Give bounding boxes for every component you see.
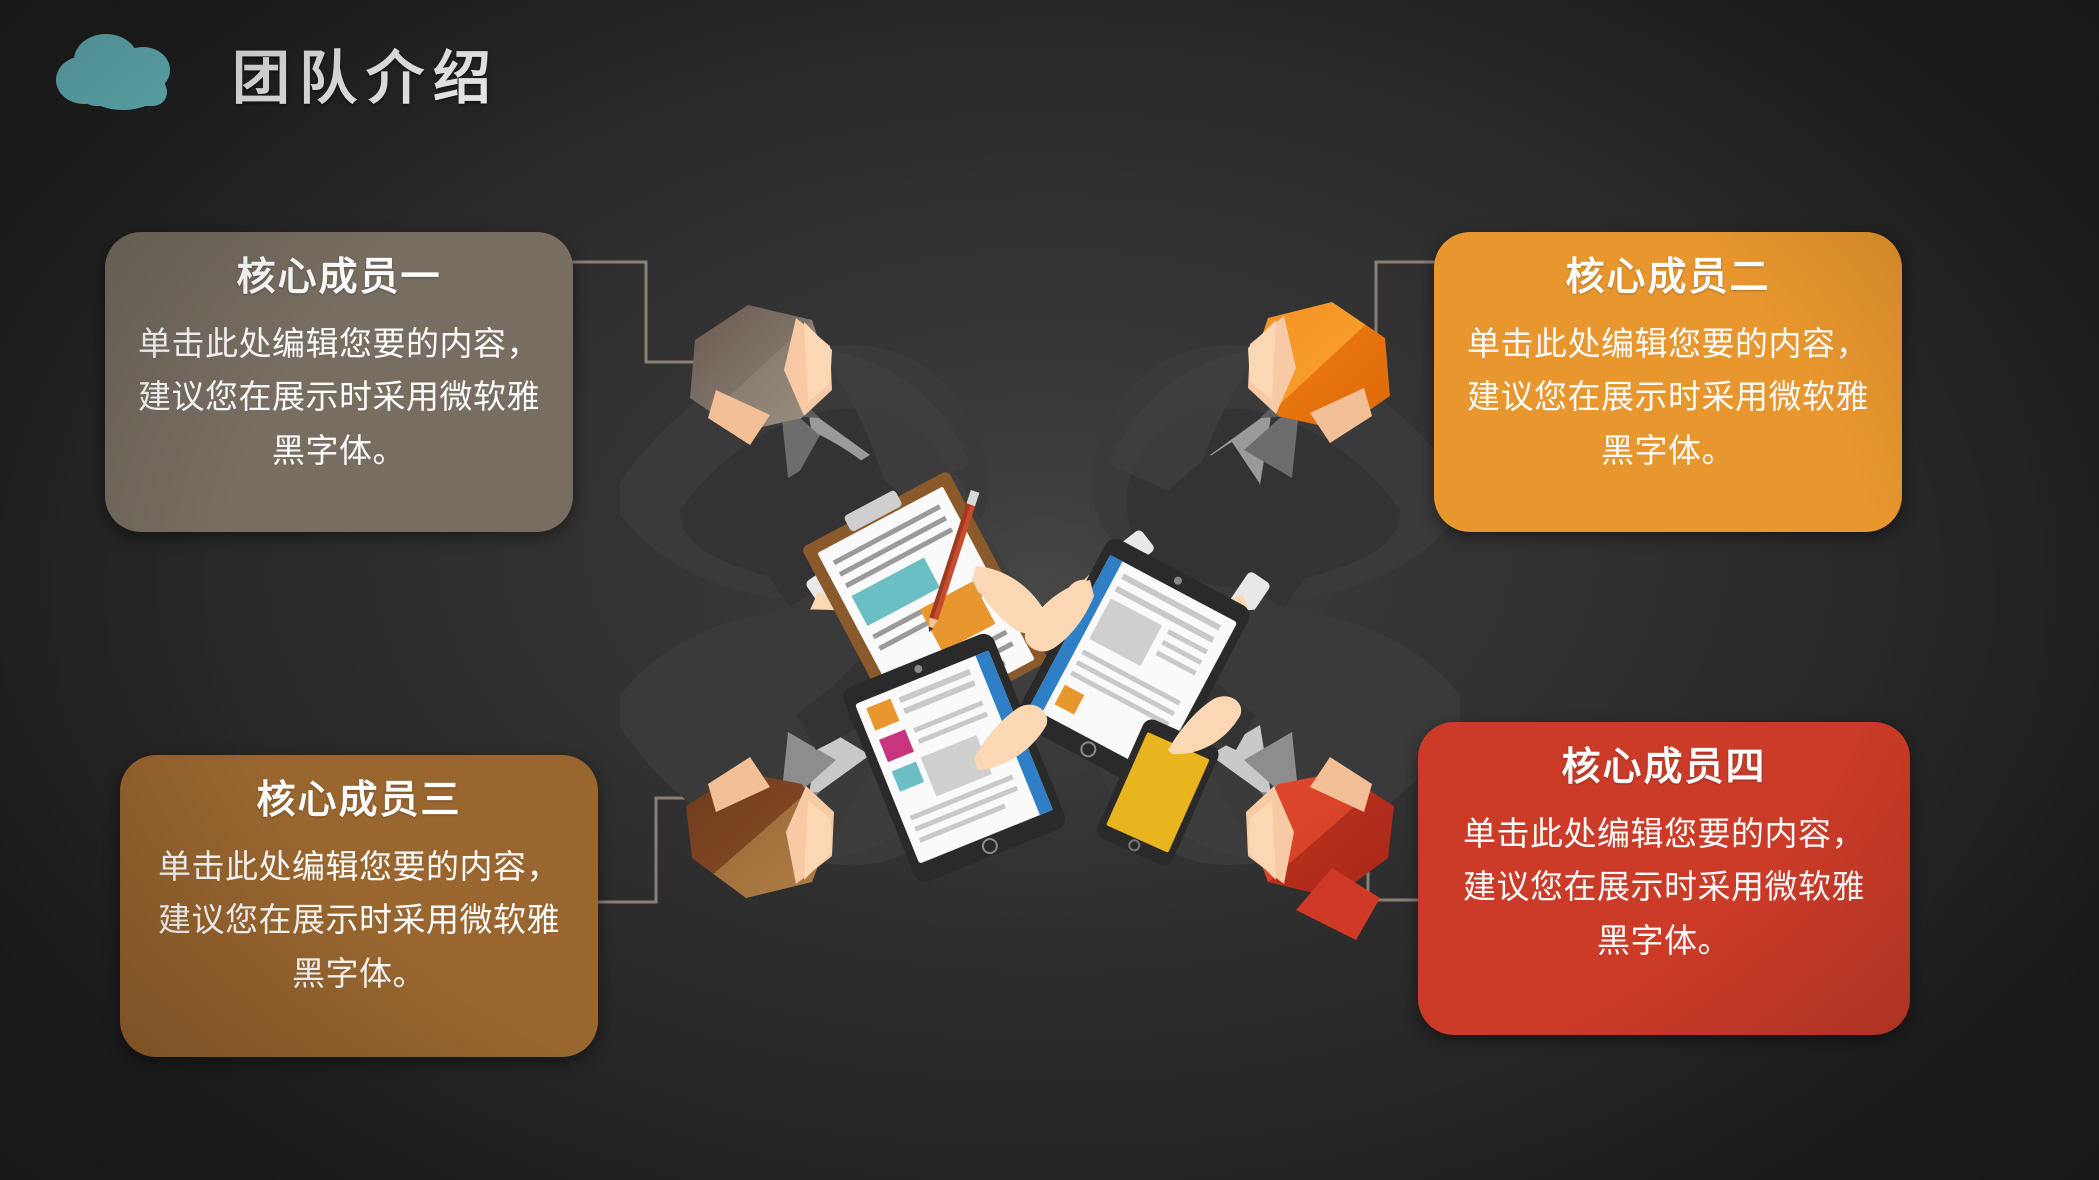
- cloud-icon: [48, 28, 198, 118]
- pencil: [928, 490, 980, 633]
- member-card-3-body: 单击此处编辑您要的内容，建议您在展示时采用微软雅黑字体。: [158, 846, 560, 993]
- member-card-2-body: 单击此处编辑您要的内容，建议您在展示时采用微软雅黑字体。: [1467, 323, 1869, 470]
- slide-header: 团队介绍: [48, 28, 500, 118]
- tablet-left: [843, 633, 1066, 883]
- member-card-4-title: 核心成员四: [1561, 745, 1767, 790]
- person-top-right: [1068, 302, 1460, 667]
- member-card-4[interactable]: 核心成员四 单击此处编辑您要的内容，建议您在展示时采用微软雅黑字体。: [1418, 722, 1910, 1035]
- member-card-1-body: 单击此处编辑您要的内容，建议您在展示时采用微软雅黑字体。: [138, 323, 540, 470]
- member-card-3-title: 核心成员三: [256, 778, 462, 823]
- hands-foreground: [972, 566, 1242, 770]
- member-card-1[interactable]: 核心成员一 单击此处编辑您要的内容，建议您在展示时采用微软雅黑字体。: [105, 232, 573, 532]
- page-title: 团队介绍: [232, 44, 501, 112]
- member-card-2[interactable]: 核心成员二 单击此处编辑您要的内容，建议您在展示时采用微软雅黑字体。: [1434, 232, 1902, 532]
- member-card-1-title: 核心成员一: [236, 255, 442, 300]
- member-card-2-title: 核心成员二: [1565, 255, 1771, 300]
- member-card-3[interactable]: 核心成员三 单击此处编辑您要的内容，建议您在展示时采用微软雅黑字体。: [120, 755, 598, 1057]
- team-meeting-illustration: [620, 250, 1460, 950]
- member-card-4-body: 单击此处编辑您要的内容，建议您在展示时采用微软雅黑字体。: [1463, 813, 1865, 960]
